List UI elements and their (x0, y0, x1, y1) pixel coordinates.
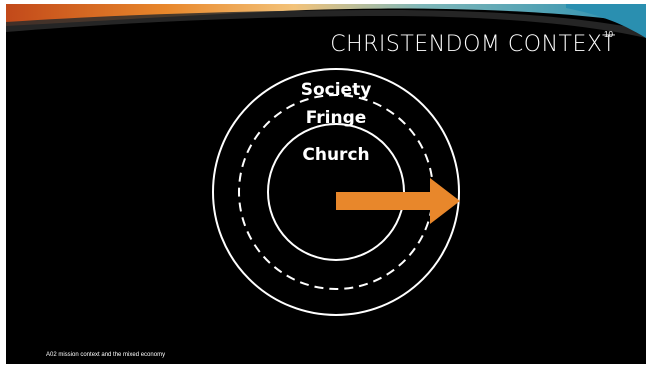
label-church: Church (302, 145, 370, 165)
slide-number: 10 (604, 30, 613, 39)
concentric-diagram (212, 68, 460, 316)
label-society: Society (300, 80, 372, 100)
society-ring (212, 68, 460, 316)
decorative-banner (6, 4, 646, 38)
slide-title: CHRISTENDOM CONTEXT (330, 32, 616, 57)
label-fringe: Fringe (305, 108, 367, 128)
footer-text: A02 mission context and the mixed econom… (46, 352, 166, 358)
outward-arrow (336, 178, 460, 224)
slide: 10 CHRISTENDOM CONTEXT Society Fringe Ch… (6, 4, 646, 364)
